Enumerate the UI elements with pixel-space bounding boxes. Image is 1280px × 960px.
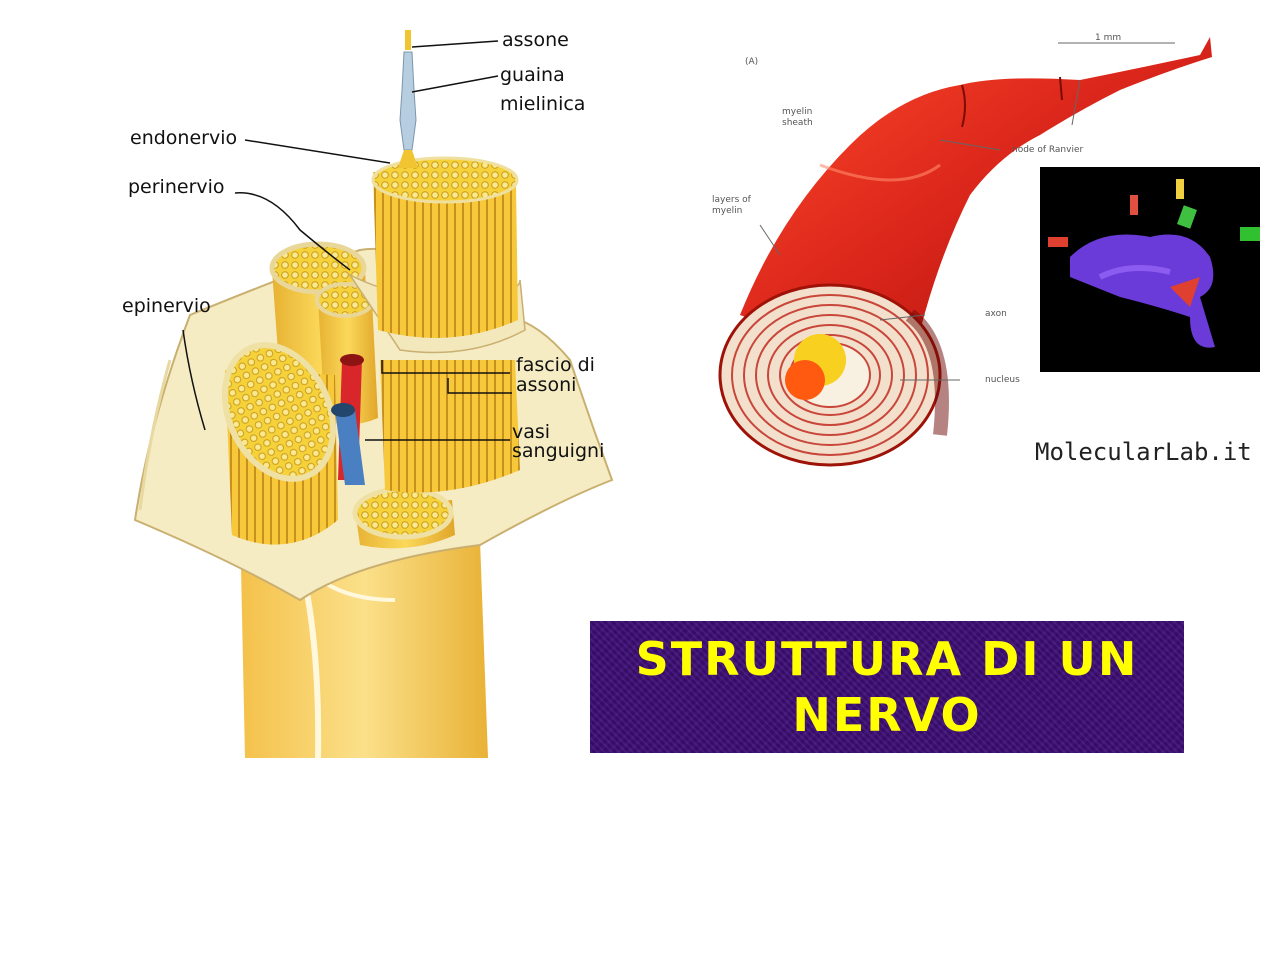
axon-fascicle: [373, 172, 518, 338]
label-fascio-line1: fascio di: [516, 354, 595, 376]
label-vasi-line1: vasi: [512, 421, 551, 443]
slide-title: STRUTTURA DI UN NERVO: [636, 631, 1139, 743]
label-guaina: guaina: [500, 64, 565, 86]
label-axon: axon: [985, 309, 1007, 319]
title-box: STRUTTURA DI UN NERVO: [590, 621, 1184, 753]
label-myelin-sheath-1: myelin: [782, 107, 813, 117]
label-endonervio: endonervio: [130, 127, 238, 149]
myelin-axon-drawing: [718, 37, 1212, 467]
label-layers-2: myelin: [712, 206, 743, 216]
vein: [335, 410, 365, 485]
label-scale: 1 mm: [1095, 33, 1122, 43]
title-line-1: STRUTTURA DI UN: [635, 632, 1139, 686]
credit-molecularlab: MolecularLab.it: [1035, 438, 1252, 466]
micrograph-inset: [1040, 167, 1260, 372]
label-epinervio: epinervio: [122, 295, 211, 317]
label-node-of-ranvier: node of Ranvier: [1012, 145, 1084, 155]
title-line-2: NERVO: [792, 688, 982, 742]
label-assone: assone: [502, 29, 569, 51]
label-perinervio: perinervio: [128, 176, 225, 198]
label-myelin-sheath-2: sheath: [782, 118, 813, 128]
panel-letter: (A): [745, 57, 759, 67]
nerve-structure-illustration: [133, 30, 614, 759]
label-vasi-line2: sanguigni: [512, 440, 605, 462]
label-nucleus: nucleus: [985, 375, 1020, 385]
label-fascio-line2: assoni: [516, 374, 577, 396]
label-layers-1: layers of: [712, 195, 751, 205]
label-mielinica: mielinica: [500, 93, 586, 115]
